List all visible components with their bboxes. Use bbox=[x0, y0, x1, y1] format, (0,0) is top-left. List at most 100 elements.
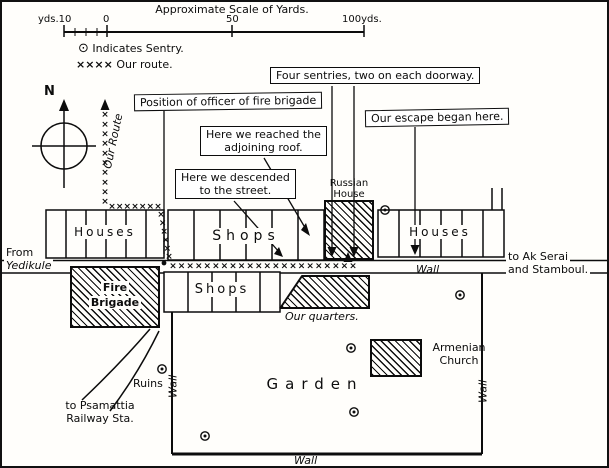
callout-officer: Position of officer of fire brigade bbox=[133, 91, 323, 112]
russian-house-line1: Russian bbox=[329, 178, 369, 189]
callout-descended: Here we descended to the street. bbox=[175, 169, 296, 199]
sentry-marker bbox=[455, 290, 465, 300]
armenian-church-building bbox=[370, 339, 422, 377]
route-mark: × bbox=[124, 202, 132, 212]
route-mark: × bbox=[332, 262, 340, 272]
road-south-line2: Railway Sta. bbox=[66, 411, 134, 425]
route-mark: × bbox=[281, 262, 289, 272]
route-mark: × bbox=[101, 139, 109, 149]
sentry-marker bbox=[346, 343, 356, 353]
sentry-icon: ⊙ bbox=[78, 41, 89, 56]
scale-title: Approximate Scale of Yards. bbox=[155, 3, 309, 16]
route-mark: × bbox=[324, 262, 332, 272]
route-mark: × bbox=[131, 202, 139, 212]
road-south-label: to Psamattia Railway Sta. bbox=[52, 399, 148, 425]
route-mark: × bbox=[272, 262, 280, 272]
route-mark: × bbox=[139, 202, 147, 212]
wall-street-label: Wall bbox=[416, 263, 440, 276]
route-mark: × bbox=[255, 262, 263, 272]
callout-pointers bbox=[161, 86, 420, 266]
houses-left-text: Houses bbox=[72, 225, 138, 239]
route-mark: × bbox=[160, 227, 168, 237]
route-mark: × bbox=[164, 244, 172, 254]
road-west-line2: Yedikule bbox=[4, 258, 54, 272]
route-mark: × bbox=[306, 262, 314, 272]
road-east-line2: and Stamboul. bbox=[506, 262, 591, 276]
our-quarters-label: Our quarters. bbox=[285, 310, 359, 323]
legend-sentry-label: Indicates Sentry. bbox=[92, 42, 184, 55]
houses-right-text: Houses bbox=[407, 225, 473, 239]
route-mark: × bbox=[289, 262, 297, 272]
route-mark: × bbox=[101, 188, 109, 198]
route-mark: × bbox=[101, 159, 109, 169]
route-mark: × bbox=[178, 262, 186, 272]
shops-top-label: Shops bbox=[200, 228, 292, 244]
route-mark: × bbox=[229, 262, 237, 272]
route-mark: × bbox=[101, 110, 109, 120]
route-mark: × bbox=[147, 202, 155, 212]
route-mark: × bbox=[195, 262, 203, 272]
road-east-line1: to Ak Serai bbox=[506, 250, 571, 263]
fire-brigade-line2: Brigade bbox=[88, 296, 142, 309]
route-mark: × bbox=[315, 262, 323, 272]
garden-walls bbox=[171, 273, 483, 456]
route-mark: × bbox=[101, 120, 109, 130]
scale-tick-mid: 50 bbox=[226, 14, 239, 25]
road-south-line1: to Psamattia bbox=[65, 399, 135, 412]
legend-route-label: Our route. bbox=[116, 58, 173, 71]
armenian-church-label: Armenian Church bbox=[424, 341, 494, 367]
route-mark: × bbox=[154, 202, 162, 212]
route-mark: × bbox=[165, 252, 173, 262]
legend-sentry: ⊙ Indicates Sentry. bbox=[78, 41, 184, 57]
route-mark: × bbox=[246, 262, 254, 272]
callout-roof-line1: Here we reached the bbox=[206, 128, 321, 141]
sentry-marker bbox=[349, 407, 359, 417]
shops-top-text: Shops bbox=[210, 228, 282, 244]
route-mark: × bbox=[349, 262, 357, 272]
route-mark: × bbox=[238, 262, 246, 272]
route-mark: × bbox=[298, 262, 306, 272]
route-mark: × bbox=[221, 262, 229, 272]
road-east-label: to Ak Serai and Stamboul. bbox=[506, 250, 591, 276]
route-mark: × bbox=[157, 210, 165, 220]
russian-house-label: Russian House bbox=[322, 178, 376, 200]
shops-lower-label: Shops bbox=[182, 282, 262, 298]
shops-lower-text: Shops bbox=[192, 282, 252, 297]
route-mark: × bbox=[116, 202, 124, 212]
houses-left-label: Houses bbox=[62, 225, 148, 240]
route-mark: × bbox=[101, 149, 109, 159]
compass-north-label: N bbox=[44, 84, 55, 99]
legend-route: ×××× Our route. bbox=[76, 58, 173, 72]
callout-descended-line2: to the street. bbox=[199, 184, 272, 197]
route-mark: × bbox=[101, 130, 109, 140]
sentry-marker bbox=[380, 205, 390, 215]
route-mark: × bbox=[101, 178, 109, 188]
wall-right-label: Wall bbox=[476, 379, 490, 403]
route-mark: × bbox=[169, 262, 177, 272]
route-mark: × bbox=[204, 262, 212, 272]
route-arrows bbox=[100, 99, 353, 262]
fire-brigade-line1: Fire bbox=[100, 281, 130, 294]
route-mark: × bbox=[212, 262, 220, 272]
wall-left-label: Wall bbox=[166, 374, 180, 398]
sentry-marker bbox=[157, 364, 167, 374]
route-mark: × bbox=[159, 219, 167, 229]
garden-label: Garden bbox=[266, 375, 364, 393]
russian-house-line2: House bbox=[333, 188, 365, 200]
armenian-church-line2: Church bbox=[439, 353, 479, 367]
route-mark: × bbox=[101, 197, 109, 207]
sentry-marker bbox=[200, 431, 210, 441]
callout-escape: Our escape began here. bbox=[364, 107, 510, 128]
route-symbol-icon: ×××× bbox=[76, 58, 113, 71]
route-mark: × bbox=[186, 262, 194, 272]
building-outlines bbox=[45, 188, 505, 313]
route-mark: × bbox=[341, 262, 349, 272]
callout-four-sentries: Four sentries, two on each doorway. bbox=[270, 67, 481, 84]
route-mark: × bbox=[264, 262, 272, 272]
road-to-railway bbox=[81, 328, 160, 412]
armenian-church-line1: Armenian bbox=[432, 341, 486, 354]
compass-rose bbox=[32, 99, 96, 188]
wall-bottom-label: Wall bbox=[294, 454, 318, 467]
fire-brigade-label: Fire Brigade bbox=[74, 280, 156, 310]
